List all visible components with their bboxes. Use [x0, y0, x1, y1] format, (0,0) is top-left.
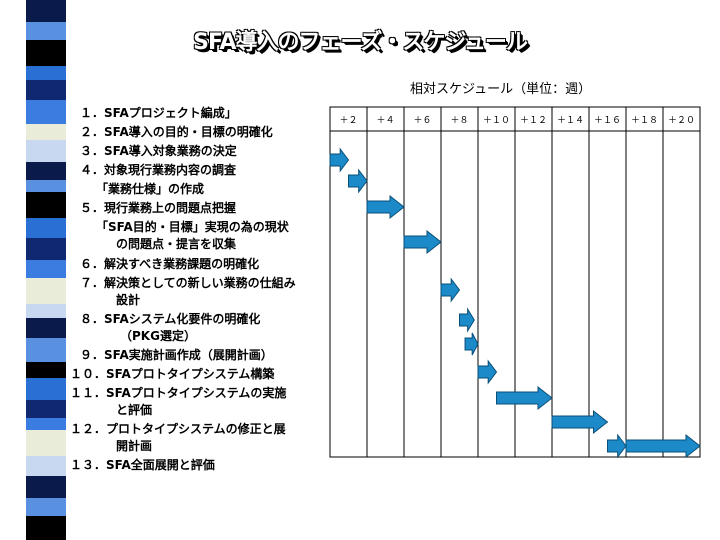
strip-band: [26, 418, 66, 430]
schedule-arrow: [403, 229, 442, 255]
phase-item-continuation: と評価: [116, 403, 153, 417]
schedule-arrow: [329, 147, 350, 173]
strip-band: [26, 218, 66, 238]
phase-item: １０．SFAプロトタイプシステム構築: [70, 367, 275, 381]
phase-item: ６．解決すべき業務課題の明確化: [80, 257, 260, 271]
strip-band: [26, 456, 66, 476]
strip-band: [26, 338, 66, 362]
phase-item-continuation: 開計画: [116, 439, 153, 453]
chart-column-label: ＋２: [339, 115, 357, 126]
chart-column-label: ＋６: [413, 115, 431, 126]
schedule-arrow: [464, 332, 479, 356]
phase-item: ５．現行業務上の問題点把握: [80, 201, 237, 215]
phase-item: ８．SFAシステム化要件の明確化: [80, 312, 261, 326]
strip-band: [26, 40, 66, 66]
phase-item: ９．SFA実施計画作成（展開計画）: [80, 348, 273, 362]
phase-item-continuation: 「業務仕様」の作成: [96, 182, 205, 196]
schedule-arrow: [625, 433, 701, 459]
schedule-arrow: [459, 307, 475, 333]
strip-band: [26, 0, 66, 22]
page-title: SFA導入のフェーズ・スケジュール: [193, 30, 528, 55]
chart-column-label: ＋１０: [483, 115, 510, 126]
phase-item-continuation: 「SFA目的・目標」実現の為の現状: [96, 220, 289, 234]
strip-band: [26, 180, 66, 192]
phase-item: １３．SFA全面展開と評価: [70, 458, 215, 472]
phase-item-continuation: の問題点・提言を収集: [116, 237, 237, 251]
phase-item: ４．対象現行業務内容の調査: [80, 163, 237, 177]
strip-band: [26, 22, 66, 40]
chart-column-label: ＋１６: [594, 115, 621, 126]
chart-column-label: ＋１２: [520, 115, 547, 126]
strip-band: [26, 80, 66, 100]
strip-band: [26, 140, 66, 162]
schedule-arrow: [366, 194, 405, 220]
strip-band: [26, 124, 66, 140]
strip-band: [26, 260, 66, 278]
schedule-arrow: [496, 385, 553, 411]
chart-column-label: ＋８: [450, 115, 468, 126]
phase-item: ３．SFA導入対象業務の決定: [80, 144, 237, 158]
phase-item-continuation: 設計: [116, 293, 141, 307]
strip-band: [26, 66, 66, 80]
schedule-arrow: [607, 433, 627, 459]
chart-column-label: ＋１４: [557, 115, 584, 126]
strip-band: [26, 304, 66, 318]
strip-band: [26, 516, 66, 540]
chart-column-label: ＋１８: [631, 115, 658, 126]
strip-band: [26, 362, 66, 378]
phase-item: １２．プロトタイプシステムの修正と展: [70, 422, 286, 436]
phase-item-continuation: （PKG選定）: [120, 329, 196, 343]
phase-item: １１．SFAプロトタイプシステムの実施: [70, 386, 287, 400]
strip-band: [26, 400, 66, 418]
schedule-arrow: [348, 168, 368, 194]
phase-item: １．SFAプロジェクト編成」: [80, 106, 237, 120]
strip-band: [26, 378, 66, 400]
schedule-arrow: [477, 359, 498, 385]
strip-band: [26, 162, 66, 180]
strip-band: [26, 192, 66, 218]
schedule-arrow: [551, 409, 609, 435]
strip-band: [26, 318, 66, 338]
chart-column-label: ＋４: [376, 115, 394, 126]
strip-band: [26, 278, 66, 304]
strip-band: [26, 238, 66, 260]
strip-band: [26, 476, 66, 498]
schedule-unit-label: 相対スケジュール（単位：週）: [410, 82, 592, 97]
chart-column-label: ＋２０: [668, 115, 695, 126]
phase-item: ２．SFA導入の目的・目標の明確化: [80, 125, 273, 139]
phase-item: ７．解決策としての新しい業務の仕組み: [80, 276, 296, 290]
strip-band: [26, 498, 66, 516]
strip-band: [26, 100, 66, 124]
schedule-arrow: [440, 277, 461, 303]
decorative-side-strip: [26, 0, 66, 540]
strip-band: [26, 430, 66, 456]
